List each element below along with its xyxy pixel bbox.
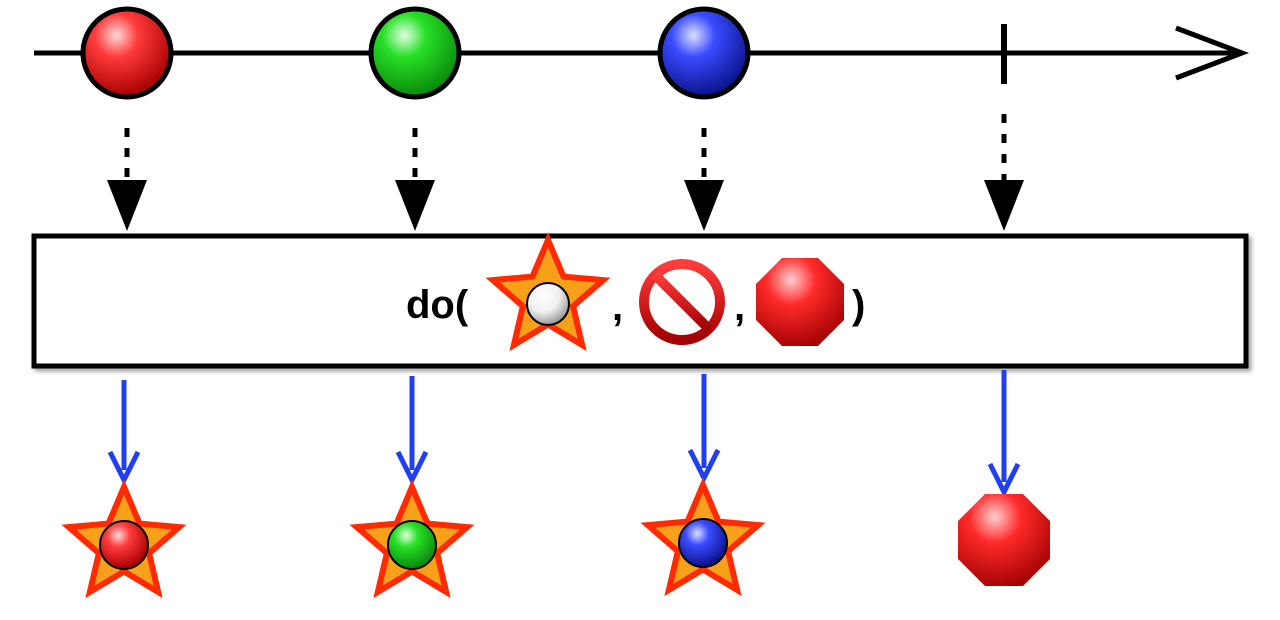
input-arrow [107, 128, 147, 231]
result-star-red-marble-icon [61, 479, 187, 599]
stop-octagon-icon [756, 258, 844, 346]
input-arrow [684, 128, 724, 231]
operator-separator: , [734, 285, 745, 329]
output-arrow [107, 380, 141, 486]
operator-suffix: ) [852, 283, 865, 327]
output-arrows [107, 370, 1021, 498]
result-stop-octagon-icon [958, 494, 1050, 586]
result-star-blue-marble-icon [640, 477, 766, 597]
input-arrows [107, 114, 1024, 231]
output-arrow [687, 374, 721, 484]
source-marble-red [80, 6, 174, 100]
operator-prefix: do( [406, 283, 469, 327]
result-star-green-marble-icon [349, 479, 475, 599]
input-arrow [984, 114, 1024, 231]
source-marble-green [368, 6, 462, 100]
source-marble-blue [657, 6, 751, 100]
output-arrow [395, 376, 429, 486]
timeline-arrowhead [1175, 25, 1250, 81]
prohibited-sign-icon [639, 259, 725, 345]
input-arrow [395, 128, 435, 231]
operator-separator: , [612, 285, 623, 329]
operator-box [31, 233, 1249, 369]
star-with-white-marble-icon [485, 232, 611, 352]
output-arrow [987, 370, 1021, 498]
